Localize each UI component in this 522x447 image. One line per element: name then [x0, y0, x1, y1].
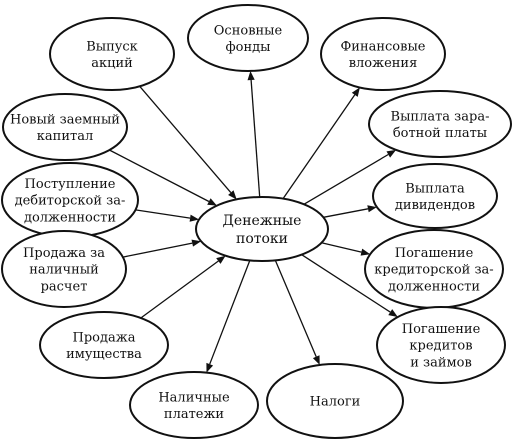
center-ellipse: [195, 196, 329, 262]
node-label-line: капитал: [37, 129, 93, 144]
arrow-head: [386, 149, 397, 158]
arrow-head: [206, 362, 214, 373]
node-financial-investments: Финансовые вложения: [320, 17, 446, 91]
arrow-center-to-loan-repayment: [301, 254, 398, 317]
node-property-sales: Продажа имущества: [39, 311, 169, 379]
arrow-shaft: [321, 242, 362, 253]
arrow-head: [207, 198, 217, 206]
arrow-head: [351, 87, 360, 97]
node-label-line: и займов: [410, 355, 472, 370]
node-label-line: фонды: [225, 40, 270, 55]
arrow-head: [360, 248, 371, 256]
node-payables-repayment: Погашение кредиторской за-долженности: [364, 229, 504, 309]
arrow-receivables-inflow-to-center: [135, 209, 199, 222]
arrow-shaft: [122, 242, 193, 258]
node-ellipse: [2, 93, 128, 161]
node-label-line: Выплата зара-: [391, 109, 490, 124]
node-label-line: вложения: [349, 56, 418, 71]
node-label-line: Поступление: [25, 177, 116, 192]
arrow-center-to-dividend-payment: [323, 205, 377, 218]
arrow-shaft: [282, 94, 356, 200]
nodes-layer: Выпуск акций Основные фонды Финансовые вложен…: [1, 4, 512, 439]
node-label-line: Новый заемный: [10, 112, 120, 127]
arrow-head: [312, 355, 320, 365]
node-label-line: наличный: [29, 263, 99, 278]
node-label-line: Выпуск: [86, 39, 138, 54]
node-label-line: Основные: [214, 23, 283, 38]
arrow-center-to-salary-payment: [303, 149, 397, 205]
arrow-center-to-fixed-assets: [247, 71, 261, 198]
arrow-head: [189, 214, 199, 222]
node-label-line: Погашение: [402, 322, 481, 337]
node-share-issue: Выпуск акций: [49, 17, 175, 91]
arrow-head: [388, 309, 398, 317]
arrow-shaft: [209, 260, 251, 365]
arrow-property-sales-to-center: [140, 255, 226, 319]
arrow-shaft: [301, 254, 391, 313]
node-label-line: дивидендов: [395, 198, 475, 213]
node-receivables-inflow: Поступление дебиторской за-долженности: [1, 162, 139, 238]
node-label-line: Наличные: [158, 390, 230, 405]
arrow-new-loan-capital-to-center: [109, 149, 217, 206]
node-cash-payments: Наличные платежи: [129, 371, 259, 439]
node-label-line: акций: [91, 56, 133, 71]
node-ellipse: [320, 17, 446, 91]
arrow-share-issue-to-center: [139, 85, 237, 200]
node-label-line: кредиторской за-: [374, 263, 493, 278]
node-label-line: Денежные: [223, 213, 302, 229]
arrow-head: [228, 190, 237, 200]
arrow-head: [216, 255, 226, 264]
arrow-center-to-financial-investments: [282, 87, 360, 200]
node-ellipse: [368, 90, 512, 158]
node-ellipse: [266, 363, 404, 439]
arrow-head: [367, 205, 377, 213]
node-ellipse: [129, 371, 259, 439]
node-label-line: Продажа: [73, 330, 136, 345]
arrow-credit-sales-to-center: [122, 239, 202, 258]
node-label-line: расчет: [41, 279, 88, 294]
center-node: Денежные потоки: [195, 196, 329, 262]
node-fixed-assets: Основные фонды: [187, 4, 309, 72]
node-label-line: платежи: [164, 407, 224, 422]
node-label-line: Финансовые: [340, 39, 425, 54]
arrow-center-to-taxes: [274, 260, 320, 365]
arrow-shaft: [135, 209, 191, 219]
arrow-center-to-payables-repayment: [321, 242, 371, 256]
node-ellipse: [376, 306, 506, 384]
node-label-line: Налоги: [310, 395, 361, 410]
arrow-shaft: [274, 260, 317, 357]
node-label-line: Выплата: [405, 181, 465, 196]
arrows-layer: [109, 71, 398, 373]
node-new-loan-capital: Новый заемный капитал: [2, 93, 128, 161]
node-ellipse: [1, 230, 127, 308]
node-label-line: ботной платы: [393, 126, 487, 141]
arrow-shaft: [140, 260, 219, 319]
arrow-shaft: [303, 153, 389, 205]
node-ellipse: [372, 163, 498, 229]
arrow-head: [247, 71, 255, 81]
node-ellipse: [49, 17, 175, 91]
node-label-line: кредитов: [409, 339, 472, 354]
arrow-center-to-cash-payments: [206, 260, 251, 373]
node-dividend-payment: Выплата дивидендов: [372, 163, 498, 229]
arrow-head: [191, 239, 202, 247]
node-label-line: долженности: [388, 279, 480, 294]
arrow-shaft: [139, 85, 232, 194]
node-ellipse: [39, 311, 169, 379]
node-label-line: долженности: [24, 210, 116, 225]
node-label-line: имущества: [66, 347, 142, 362]
node-taxes: Налоги: [266, 363, 404, 439]
node-label-line: Погашение: [395, 246, 474, 261]
arrow-shaft: [250, 79, 261, 198]
node-label-line: дебиторской за-: [15, 194, 126, 209]
node-label-line: потоки: [236, 231, 288, 247]
node-label-line: Продажа за: [23, 246, 105, 261]
arrow-shaft: [323, 208, 369, 218]
arrow-shaft: [109, 149, 210, 203]
node-salary-payment: Выплата зара-ботной платы: [368, 90, 512, 158]
node-ellipse: [187, 4, 309, 72]
